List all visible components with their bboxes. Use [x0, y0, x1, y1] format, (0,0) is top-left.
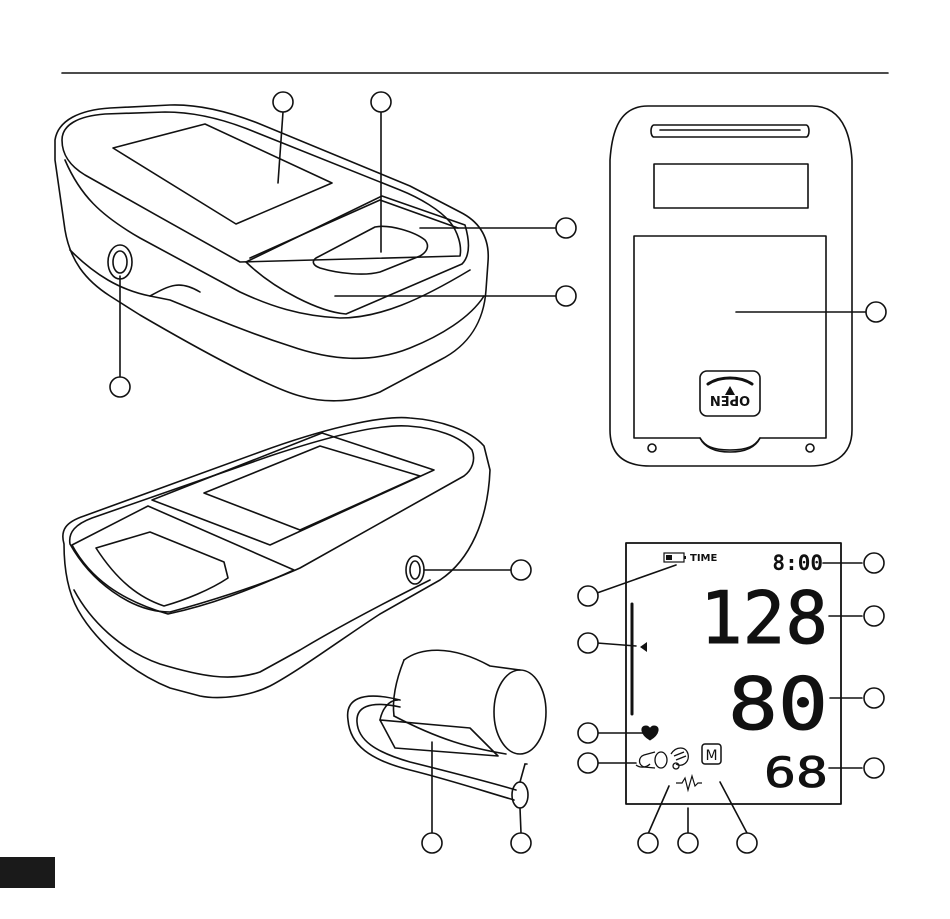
callout-marker [110, 377, 130, 397]
callout-marker [273, 92, 293, 112]
callout-marker [556, 286, 576, 306]
callout-marker [864, 758, 884, 778]
pulse-value: 68 [764, 748, 828, 797]
pulse-wave-icon [676, 776, 702, 790]
callout-marker [866, 302, 886, 322]
callout-marker [371, 92, 391, 112]
cuff-connector [512, 782, 528, 808]
page-corner-tab [0, 857, 55, 888]
callout-marker [737, 833, 757, 853]
angle-start-button [96, 532, 228, 606]
top-hose-socket [108, 245, 132, 279]
battery-icon [664, 553, 686, 562]
callout-marker [511, 833, 531, 853]
time-readout: 8:00 [772, 551, 823, 575]
angle-display-window [204, 446, 420, 530]
time-label: TIME [690, 553, 717, 564]
callout-marker [578, 753, 598, 773]
callout-marker [578, 633, 598, 653]
callout-marker [864, 688, 884, 708]
battery-cover [634, 236, 826, 452]
callout-marker [556, 218, 576, 238]
memory-icon: M [702, 744, 721, 764]
pressure-pointer-icon [640, 642, 647, 652]
callout-marker [638, 833, 658, 853]
monitor-back-view [610, 106, 866, 466]
callout-marker [578, 586, 598, 606]
callout-marker [422, 833, 442, 853]
open-label: OPEN [710, 392, 750, 407]
cuff-opening [494, 670, 546, 754]
movement-icon [671, 748, 688, 769]
heart-icon [642, 726, 658, 740]
back-top-slot [651, 125, 809, 137]
callout-marker [678, 833, 698, 853]
back-label-window [654, 164, 808, 208]
monitor-angle-view [63, 418, 511, 698]
top-start-button [313, 226, 427, 274]
systolic-value: 128 [700, 576, 828, 660]
cuff-icon [636, 752, 667, 768]
callout-marker [578, 723, 598, 743]
memory-badge-label: M [705, 748, 717, 764]
callout-marker [864, 606, 884, 626]
callout-marker [511, 560, 531, 580]
callout-marker [864, 553, 884, 573]
monitor-top-view [55, 105, 556, 401]
arm-cuff [348, 650, 546, 833]
diastolic-value: 80 [728, 662, 828, 746]
